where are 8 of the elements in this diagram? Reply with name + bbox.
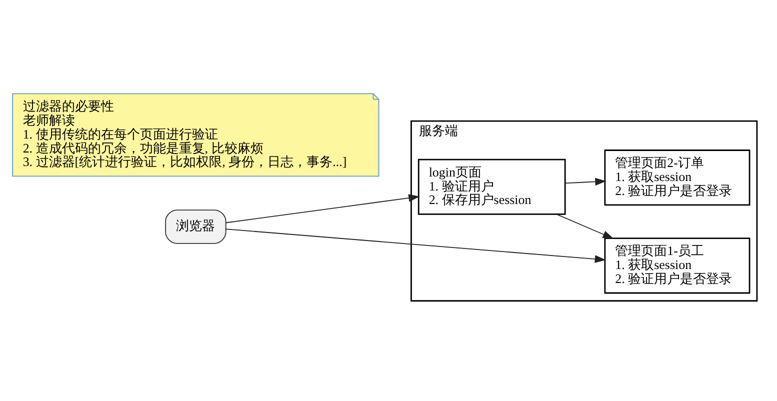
node-box: 管理页面1-员工 1. 获取session 2. 验证用户是否登录 <box>604 237 750 294</box>
arrow <box>564 177 606 186</box>
node-box: 管理页面2-订单 1. 获取session 2. 验证用户是否登录 <box>604 149 750 206</box>
arrow <box>225 194 420 223</box>
node-box: 浏览器 <box>165 209 226 244</box>
node-box: login页面 1. 验证用户 2. 保存用户session <box>418 158 566 214</box>
arrow <box>556 213 614 238</box>
arrow <box>225 228 606 262</box>
